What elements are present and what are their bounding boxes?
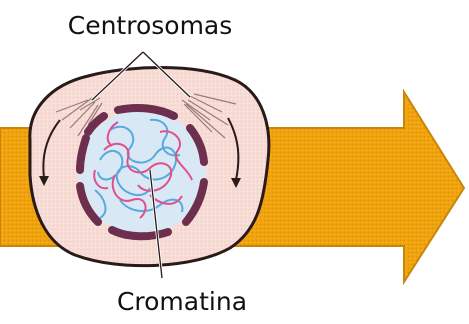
chromatin-label: Cromatina (117, 287, 247, 316)
centrosomes-label: Centrosomas (68, 11, 233, 40)
